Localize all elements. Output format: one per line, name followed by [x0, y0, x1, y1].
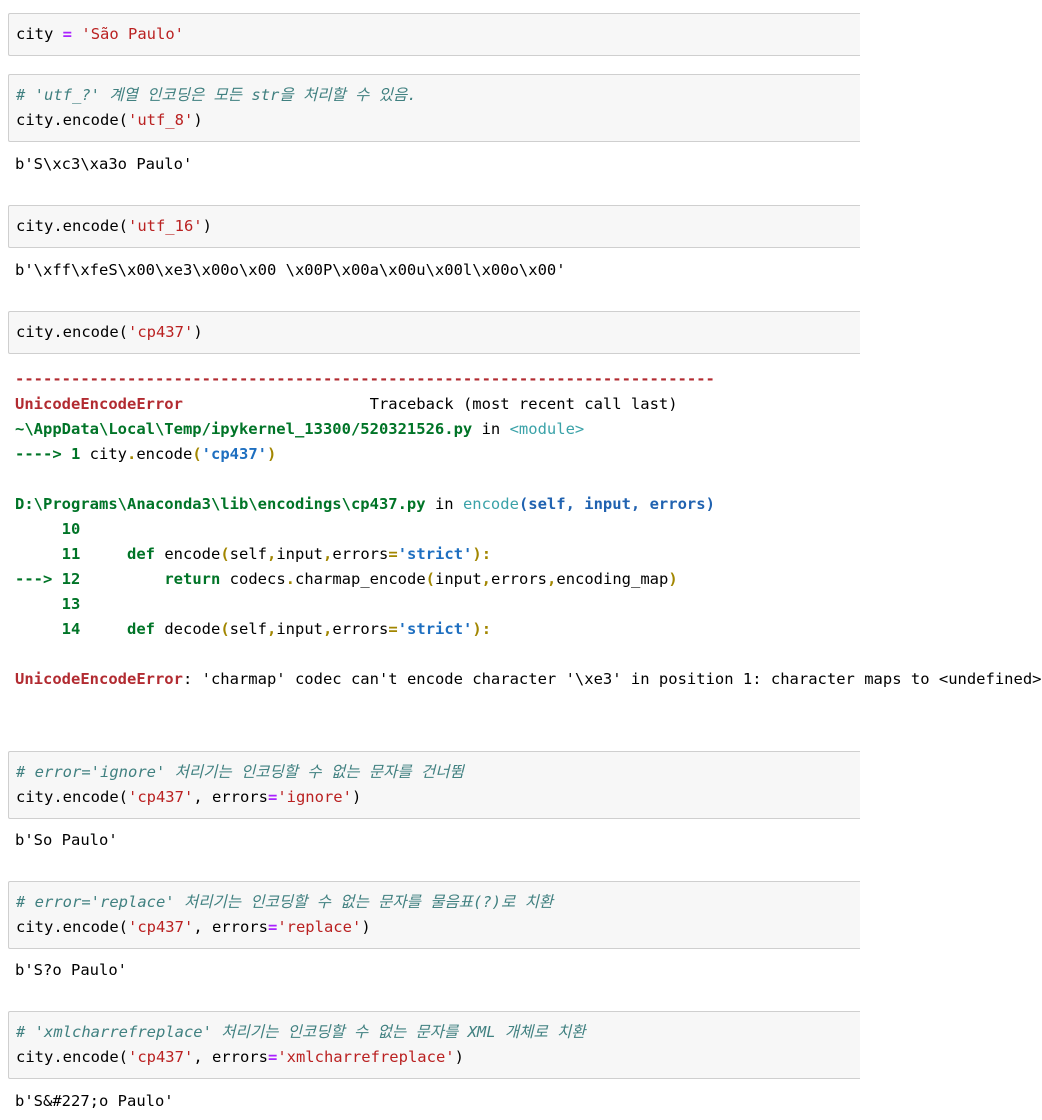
file-path: D:\Programs\Anaconda3\lib\encodings\cp43…: [15, 495, 426, 513]
traceback-header: Traceback (most recent call last): [369, 395, 678, 413]
blank-line: [15, 642, 860, 667]
in-word: in: [425, 495, 463, 513]
code-cell-7[interactable]: # 'xmlcharrefreplace' 처리기는 인코딩할 수 없는 문자를…: [8, 1011, 860, 1079]
function-name: encode: [462, 495, 519, 513]
line-number: 14: [15, 620, 81, 638]
output-text: b'So Paulo': [15, 831, 118, 849]
code-cell-6[interactable]: # error='replace' 처리기는 인코딩할 수 없는 문자를 물음표…: [8, 881, 860, 949]
source-line: 11 def encode(self,input,errors='strict'…: [15, 545, 492, 563]
output-text: b'S\xc3\xa3o Paulo': [15, 155, 193, 173]
output-text: b'\xff\xfeS\x00\xe3\x00o\x00 \x00P\x00a\…: [15, 261, 566, 279]
comment-line: # error='replace' 처리기는 인코딩할 수 없는 문자를 물음표…: [16, 893, 554, 911]
code-cell-1[interactable]: city = 'São Paulo': [8, 13, 860, 56]
traceback-output: ----------------------------------------…: [15, 367, 1042, 692]
line-number: 11: [15, 545, 81, 563]
comment-line: # error='ignore' 처리기는 인코딩할 수 없는 문자를 건너뜀: [16, 763, 464, 781]
blank-line: [15, 467, 860, 492]
file-path: ~\AppData\Local\Temp/ipykernel_13300/520…: [15, 420, 473, 438]
line-number: 13: [15, 595, 81, 613]
function-args: (self, input, errors): [518, 495, 715, 513]
source-line: 10: [15, 517, 860, 542]
traceback-file1: ~\AppData\Local\Temp/ipykernel_13300/520…: [15, 417, 860, 442]
code-line: city.encode('utf_16'): [16, 217, 212, 235]
code-cell-4[interactable]: city.encode('cp437'): [8, 311, 860, 354]
traceback-dashes: ----------------------------------------…: [15, 370, 715, 388]
final-error-line: UnicodeEncodeError: 'charmap' codec can'…: [15, 667, 1042, 692]
source-line: ---> 12 return codecs.charmap_encode(inp…: [15, 570, 678, 588]
traceback-file2: D:\Programs\Anaconda3\lib\encodings\cp43…: [15, 492, 860, 517]
comment-line: # 'utf_?' 계열 인코딩은 모든 str을 처리할 수 있음.: [16, 86, 417, 104]
error-name: UnicodeEncodeError: [15, 395, 183, 413]
traceback-header-line: UnicodeEncodeError Traceback (most recen…: [15, 392, 860, 417]
comment-line: # 'xmlcharrefreplace' 처리기는 인코딩할 수 없는 문자를…: [16, 1023, 586, 1041]
output-text: b'S?o Paulo': [15, 961, 127, 979]
module-name: <module>: [509, 420, 585, 438]
code-line: city.encode('utf_8'): [16, 111, 203, 129]
code-cell-3[interactable]: city.encode('utf_16'): [8, 205, 860, 248]
error-name: UnicodeEncodeError: [15, 670, 183, 688]
code-cell-5[interactable]: # error='ignore' 처리기는 인코딩할 수 없는 문자를 건너뜀 …: [8, 751, 860, 819]
line-number: 10: [15, 520, 81, 538]
code-line: city.encode('cp437'): [16, 323, 203, 341]
arrow: ----> 1: [15, 445, 90, 463]
in-word: in: [472, 420, 510, 438]
error-message: : 'charmap' codec can't encode character…: [182, 670, 1042, 688]
traceback-line1: ----> 1 city.encode('cp437'): [15, 445, 277, 463]
source-line: 13: [15, 592, 860, 617]
output-text: b'S&#227;o Paulo': [15, 1092, 174, 1110]
line-number: ---> 12: [15, 570, 81, 588]
source-line: 14 def decode(self,input,errors='strict'…: [15, 620, 492, 638]
code-line: city = 'São Paulo': [16, 25, 185, 43]
code-line: city.encode('cp437', errors='ignore'): [16, 788, 362, 806]
code-line: city.encode('cp437', errors='replace'): [16, 918, 371, 936]
code-cell-2[interactable]: # 'utf_?' 계열 인코딩은 모든 str을 처리할 수 있음. city…: [8, 74, 860, 142]
code-line: city.encode('cp437', errors='xmlcharrefr…: [16, 1048, 464, 1066]
